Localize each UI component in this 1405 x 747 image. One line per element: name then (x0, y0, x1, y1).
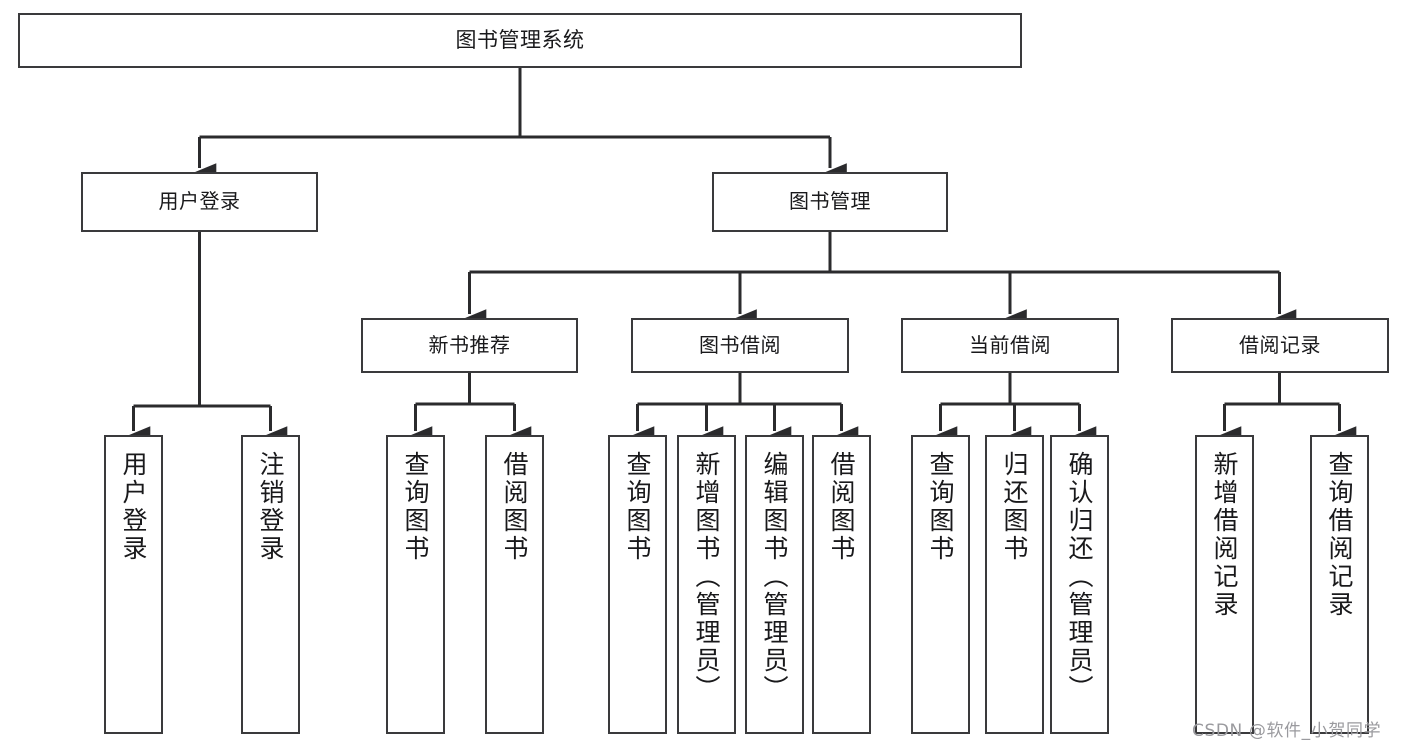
watermark: CSDN @软件_小贺同学 (1192, 721, 1382, 741)
leaf-logout[interactable]: 注销登录 (241, 435, 300, 734)
node-label: 查询图书 (401, 451, 430, 563)
node-label: 新增图书（管理员） (692, 451, 721, 703)
node-label: 图书借阅 (699, 332, 781, 357)
leaf-borrow-book-recommend[interactable]: 借阅图书 (485, 435, 544, 734)
node-label: 查询图书 (926, 451, 955, 563)
leaf-query-book-recommend[interactable]: 查询图书 (386, 435, 445, 734)
leaf-return-book[interactable]: 归还图书 (985, 435, 1044, 734)
node-borrow-record[interactable]: 借阅记录 (1171, 318, 1389, 373)
node-label: 查询图书 (623, 451, 652, 563)
node-label: 新增借阅记录 (1210, 451, 1239, 619)
leaf-query-book-borrow[interactable]: 查询图书 (608, 435, 667, 734)
node-label: 借阅图书 (827, 451, 856, 563)
node-label: 借阅图书 (500, 451, 529, 563)
node-label: 查询借阅记录 (1325, 451, 1354, 619)
node-label: 新书推荐 (428, 332, 511, 357)
node-label: 用户登录 (158, 189, 241, 214)
node-label: 确认归还（管理员） (1065, 451, 1094, 703)
node-book-borrow[interactable]: 图书借阅 (631, 318, 849, 373)
node-new-book-recommend[interactable]: 新书推荐 (361, 318, 578, 373)
node-label: 借阅记录 (1239, 332, 1321, 357)
node-label: 编辑图书（管理员） (760, 451, 789, 703)
node-label: 注销登录 (256, 451, 285, 563)
leaf-user-login[interactable]: 用户登录 (104, 435, 163, 734)
leaf-query-borrow-record[interactable]: 查询借阅记录 (1310, 435, 1369, 734)
node-label: 归还图书 (1000, 451, 1029, 563)
leaf-borrow-book[interactable]: 借阅图书 (812, 435, 871, 734)
node-label: 图书管理系统 (455, 28, 585, 53)
node-label: 用户登录 (119, 451, 148, 563)
node-current-borrow[interactable]: 当前借阅 (901, 318, 1119, 373)
leaf-add-book-admin[interactable]: 新增图书（管理员） (677, 435, 736, 734)
leaf-edit-book-admin[interactable]: 编辑图书（管理员） (745, 435, 804, 734)
node-label: 当前借阅 (969, 332, 1051, 357)
leaf-confirm-return-admin[interactable]: 确认归还（管理员） (1050, 435, 1109, 734)
node-label: 图书管理 (789, 189, 871, 214)
node-user-login[interactable]: 用户登录 (81, 172, 318, 232)
node-root-system[interactable]: 图书管理系统 (18, 13, 1022, 68)
leaf-add-borrow-record[interactable]: 新增借阅记录 (1195, 435, 1254, 734)
leaf-query-book-current[interactable]: 查询图书 (911, 435, 970, 734)
node-book-manage[interactable]: 图书管理 (712, 172, 948, 232)
